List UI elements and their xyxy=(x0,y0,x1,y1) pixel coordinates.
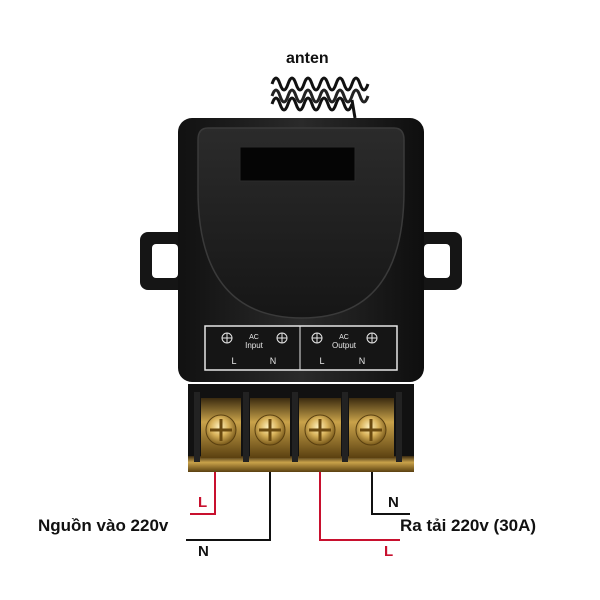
source-live-label: L xyxy=(198,494,208,511)
input-header-label: Input xyxy=(245,341,264,350)
wire-input-neutral xyxy=(186,472,271,541)
wire-output-live xyxy=(319,472,400,541)
mounting-ear-left xyxy=(140,232,190,290)
terminal-letter-4: N xyxy=(359,356,366,366)
load-label: Ra tải 220v (30A) xyxy=(400,516,537,535)
terminal-letter-1: L xyxy=(231,356,236,366)
mounting-ear-right xyxy=(412,232,462,290)
source-label: Nguồn vào 220v xyxy=(38,516,169,535)
terminal-letter-2: N xyxy=(270,356,277,366)
wire-input-live xyxy=(190,472,216,515)
antenna-label: anten xyxy=(286,50,329,67)
terminal-screw-2 xyxy=(254,414,286,446)
terminal-label-panel: AC Input AC Output L N L N xyxy=(204,325,398,371)
output-header-ac: AC xyxy=(339,334,349,341)
input-header-ac: AC xyxy=(249,334,259,341)
wire-output-neutral xyxy=(371,472,410,515)
terminal-screw-4 xyxy=(355,414,387,446)
antenna-coil xyxy=(270,76,370,119)
source-neutral-label: N xyxy=(198,543,209,560)
load-neutral-label: N xyxy=(388,494,399,511)
terminal-letter-3: L xyxy=(319,356,324,366)
terminal-screw-3 xyxy=(304,414,336,446)
load-live-label: L xyxy=(384,543,394,560)
terminal-screw-1 xyxy=(205,414,237,446)
output-header-label: Output xyxy=(332,341,357,350)
indicator-window xyxy=(239,146,356,182)
